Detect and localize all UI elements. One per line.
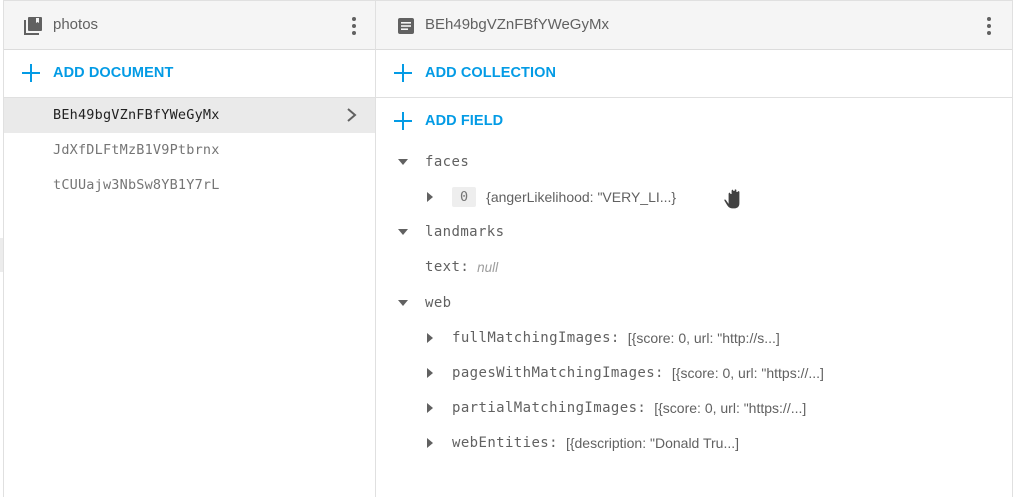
document-list-item[interactable]: tCUUajw3NbSw8YB1Y7rL [4,168,375,203]
field-key: fullMatchingImages: [452,330,620,346]
field-web-fullMatchingImages[interactable]: fullMatchingImages: [{score: 0, url: "ht… [427,324,780,352]
collapse-triangle-icon[interactable] [398,300,408,306]
field-key: pagesWithMatchingImages: [452,365,664,381]
collection-panel: photos ADD DOCUMENT BEh49bgVZnFBfYWeGyMx… [3,0,376,497]
more-vert-icon[interactable] [986,17,992,35]
document-panel: BEh49bgVZnFBfYWeGyMx ADD COLLECTION ADD … [376,0,1013,497]
field-value: {angerLikelihood: "VERY_LI...} [486,189,677,205]
expand-triangle-icon[interactable] [427,438,433,448]
field-value: [{score: 0, url: "http://s...] [627,330,780,346]
collection-header: photos [4,0,375,50]
add-document-button[interactable]: ADD DOCUMENT [4,50,375,98]
document-id: JdXfDLFtMzB1V9Ptbrnx [53,142,220,158]
plus-icon [22,64,40,82]
document-id: BEh49bgVZnFBfYWeGyMx [53,107,220,123]
plus-icon [394,112,412,130]
field-web-partialMatchingImages[interactable]: partialMatchingImages: [{score: 0, url: … [427,394,806,422]
add-collection-button[interactable]: ADD COLLECTION [376,50,1012,98]
field-web[interactable]: web [398,289,452,317]
more-vert-icon[interactable] [351,17,357,35]
field-key: partialMatchingImages: [452,400,647,416]
field-landmarks-text[interactable]: text: null [425,253,498,281]
plus-icon [394,64,412,82]
chevron-right-icon [347,108,357,122]
left-edge-strip [0,238,3,272]
expand-triangle-icon[interactable] [427,192,433,202]
field-key: webEntities: [452,435,558,451]
field-value: [{score: 0, url: "https://...] [671,365,824,381]
grab-hand-icon [723,188,741,210]
document-list-item[interactable]: JdXfDLFtMzB1V9Ptbrnx [4,133,375,168]
add-field-button[interactable]: ADD FIELD [376,98,1012,146]
field-value: [{score: 0, url: "https://...] [654,400,807,416]
document-id: tCUUajw3NbSw8YB1Y7rL [53,177,220,193]
field-key: text: [425,259,470,275]
document-list-item[interactable]: BEh49bgVZnFBfYWeGyMx [4,98,375,133]
field-key: landmarks [425,224,505,240]
field-web-pagesWithMatchingImages[interactable]: pagesWithMatchingImages: [{score: 0, url… [427,359,824,387]
collapse-triangle-icon[interactable] [398,229,408,235]
document-header: BEh49bgVZnFBfYWeGyMx [376,0,1012,50]
collection-icon [24,17,42,35]
collapse-triangle-icon[interactable] [398,159,408,165]
expand-triangle-icon[interactable] [427,368,433,378]
add-collection-label: ADD COLLECTION [425,65,557,81]
document-title: BEh49bgVZnFBfYWeGyMx [425,16,609,33]
field-web-webEntities[interactable]: webEntities: [{description: "Donald Tru.… [427,429,739,457]
expand-triangle-icon[interactable] [427,333,433,343]
field-key: faces [425,154,470,170]
add-document-label: ADD DOCUMENT [53,65,174,81]
field-landmarks[interactable]: landmarks [398,218,504,246]
field-value: [{description: "Donald Tru...] [565,435,740,451]
field-key: web [425,295,452,311]
add-field-label: ADD FIELD [425,113,504,129]
array-index-chip: 0 [452,187,477,207]
expand-triangle-icon[interactable] [427,403,433,413]
field-value-null: null [477,259,499,275]
collection-title: photos [53,16,99,33]
document-list: BEh49bgVZnFBfYWeGyMx JdXfDLFtMzB1V9Ptbrn… [4,98,375,203]
field-faces[interactable]: faces [398,148,469,176]
field-faces-0[interactable]: 0 {angerLikelihood: "VERY_LI...} [427,183,676,211]
document-icon [398,18,414,34]
